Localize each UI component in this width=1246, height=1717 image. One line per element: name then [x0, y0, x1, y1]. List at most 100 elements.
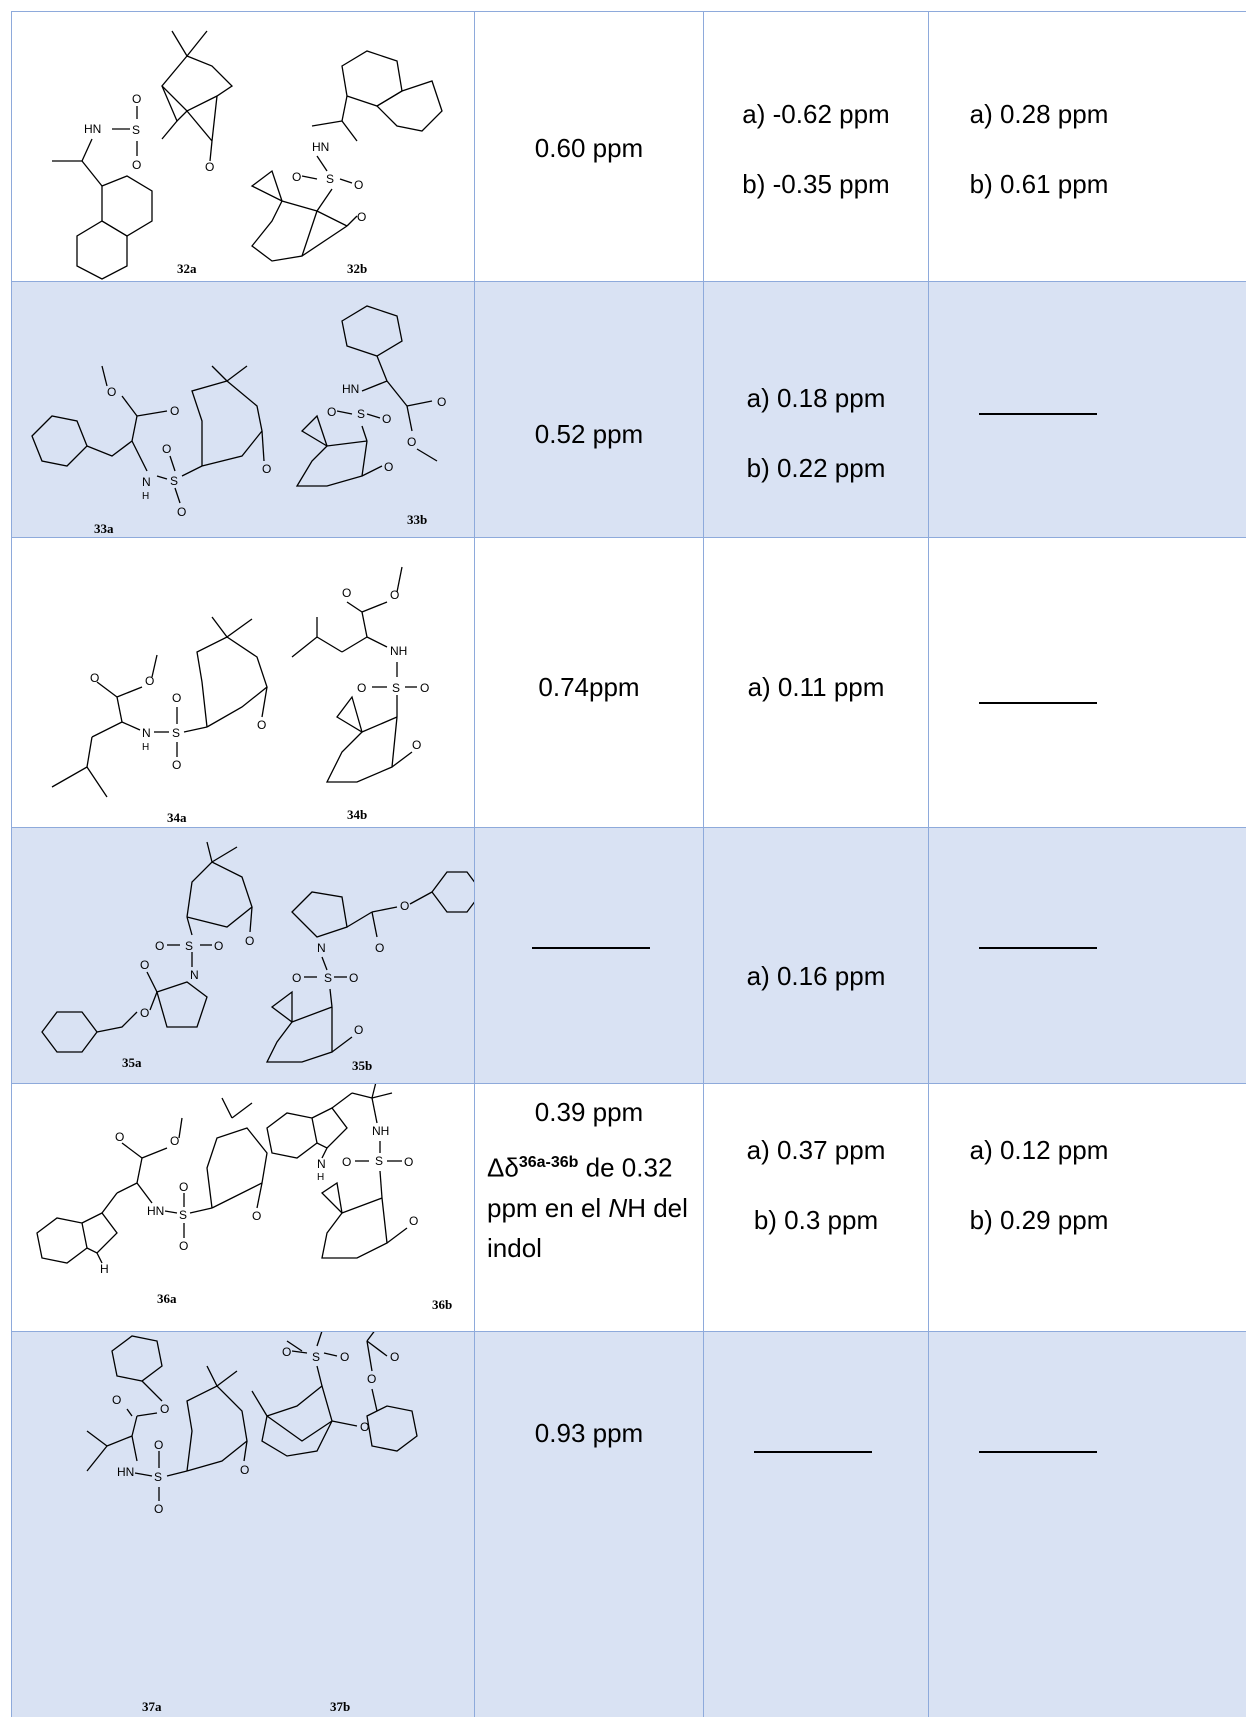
svg-text:S: S — [172, 726, 180, 740]
svg-text:O: O — [172, 691, 181, 705]
structure-cell: O O N S O O O 35a N O O S — [11, 827, 475, 1083]
table-top-border — [11, 11, 1246, 12]
delta-value: 0.39 ppm — [534, 1097, 644, 1127]
delta-value: 0.52 ppm — [534, 419, 644, 449]
svg-text:N: N — [190, 968, 199, 982]
svg-text:S: S — [185, 939, 193, 953]
empty-dash — [979, 702, 1097, 704]
svg-text:S: S — [170, 474, 178, 488]
svg-text:O: O — [360, 1420, 369, 1434]
delta-cell: 0.74ppm — [474, 537, 703, 827]
row-divider — [11, 1331, 1246, 1332]
svg-text:O: O — [154, 1502, 163, 1516]
svg-text:O: O — [245, 934, 254, 948]
svg-text:O: O — [354, 1023, 363, 1037]
row-divider — [11, 827, 1246, 828]
svg-text:O: O — [179, 1180, 188, 1194]
compound-label: 35b — [352, 1058, 372, 1073]
svg-text:O: O — [357, 210, 366, 224]
svg-text:O: O — [409, 1214, 418, 1228]
shift-b-value: b) 0.3 ppm — [753, 1205, 879, 1235]
delta-cell: 0.60 ppm — [474, 11, 703, 281]
shift-c-cell: a) 0.12 ppm b) 0.29 ppm — [928, 1083, 1246, 1331]
svg-text:N: N — [142, 726, 151, 740]
delta-cell: 0.93 ppm — [474, 1331, 703, 1717]
svg-text:O: O — [384, 460, 393, 474]
svg-text:S: S — [375, 1154, 383, 1168]
svg-text:O: O — [292, 170, 301, 184]
shift-c-cell: a) 0.28 ppm b) 0.61 ppm — [928, 11, 1246, 281]
compound-label: 36a — [157, 1291, 177, 1306]
svg-text:O: O — [420, 681, 429, 695]
svg-text:O: O — [162, 442, 171, 456]
svg-text:H: H — [142, 742, 149, 753]
delta-cell: 0.39 ppm Δδ36a-36b de 0.32 ppm en el NH … — [474, 1083, 703, 1331]
svg-text:O: O — [90, 671, 99, 685]
svg-text:O: O — [179, 1239, 188, 1253]
svg-text:O: O — [400, 899, 409, 913]
svg-text:O: O — [437, 395, 446, 409]
svg-text:O: O — [145, 674, 154, 688]
svg-text:O: O — [357, 681, 366, 695]
structure-cell: O S O O HN 32a HN S O O — [11, 11, 474, 281]
svg-text:S: S — [357, 407, 365, 421]
shift-c-cell — [928, 537, 1246, 827]
svg-text:S: S — [154, 1470, 162, 1484]
svg-text:O: O — [214, 939, 223, 953]
svg-text:O: O — [367, 1372, 376, 1386]
svg-text:NH: NH — [372, 1124, 389, 1138]
svg-text:O: O — [257, 718, 266, 732]
shift-a-cell: a) 0.11 ppm — [703, 537, 928, 827]
delta-note: Δδ36a-36b de 0.32 ppm en el NH del indol — [487, 1152, 688, 1263]
svg-text:O: O — [107, 385, 116, 399]
svg-text:HN: HN — [147, 1204, 164, 1218]
structure-36a-36b: H O O HN S O O O 36a NH — [36, 1083, 452, 1312]
shift-a-value: a) -0.62 ppm — [742, 99, 890, 129]
svg-text:O: O — [292, 971, 301, 985]
svg-text:HN: HN — [117, 1465, 134, 1479]
shift-a-value: a) 0.11 ppm — [747, 672, 885, 702]
delta-cell — [474, 827, 703, 1083]
shift-a-cell: a) -0.62 ppm b) -0.35 ppm — [703, 11, 928, 281]
svg-text:O: O — [375, 941, 384, 955]
compound-label: 34b — [347, 807, 367, 822]
empty-dash — [979, 1451, 1097, 1453]
data-table: O S O O HN 32a HN S O O — [11, 11, 1246, 1717]
svg-text:H: H — [142, 491, 149, 502]
svg-text:S: S — [326, 172, 334, 186]
svg-text:H: H — [317, 1172, 324, 1183]
shift-c-cell — [928, 1331, 1246, 1717]
svg-text:O: O — [205, 160, 214, 174]
svg-text:O: O — [112, 1393, 121, 1407]
svg-text:O: O — [354, 178, 363, 192]
shift-b-value: b) -0.35 ppm — [742, 169, 890, 199]
table-row: O O HN S O O O 37a O S O — [11, 1331, 1246, 1717]
shift-a-cell: a) 0.37 ppm b) 0.3 ppm — [703, 1083, 928, 1331]
shift-a-value: a) 0.16 ppm — [746, 961, 886, 991]
table-row: O S O O HN 32a HN S O O — [11, 11, 1246, 281]
shift-a-value: a) 0.18 ppm — [746, 383, 886, 413]
compound-label: 37a — [142, 1699, 162, 1714]
svg-text:O: O — [170, 1134, 179, 1148]
empty-dash — [532, 947, 650, 949]
row-divider — [11, 281, 1246, 282]
shift-a-cell: a) 0.18 ppm b) 0.22 ppm — [703, 281, 928, 537]
shift-a-value: a) 0.37 ppm — [746, 1135, 886, 1165]
svg-text:O: O — [412, 738, 421, 752]
svg-text:O: O — [327, 405, 336, 419]
svg-text:O: O — [349, 971, 358, 985]
shift-a-cell — [703, 1331, 928, 1717]
svg-text:H: H — [100, 1262, 109, 1276]
svg-text:S: S — [312, 1350, 320, 1364]
svg-text:NH: NH — [390, 644, 407, 658]
compound-label: 35a — [122, 1055, 142, 1070]
compound-label: 36b — [432, 1297, 452, 1312]
svg-text:O: O — [404, 1155, 413, 1169]
svg-text:O: O — [407, 435, 416, 449]
compound-label: 37b — [330, 1699, 350, 1714]
svg-text:HN: HN — [84, 122, 101, 136]
shift-c-cell — [928, 827, 1246, 1083]
